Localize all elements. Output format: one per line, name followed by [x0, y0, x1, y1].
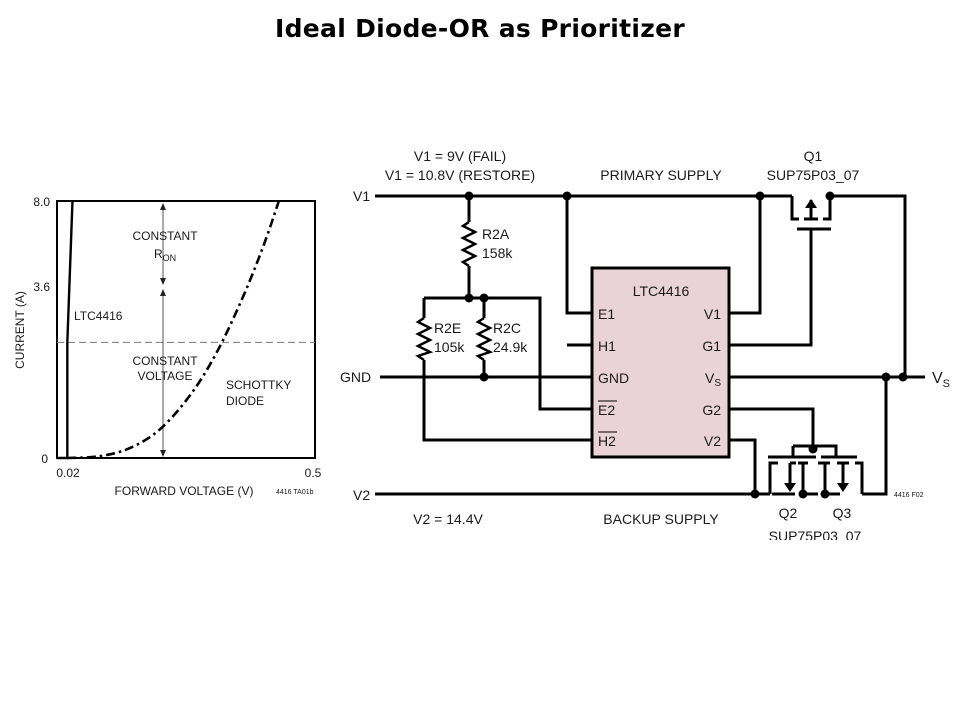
y-tick-label: 8.0	[33, 195, 50, 209]
mosfet-arrow-icon	[805, 199, 817, 208]
schematic: LTC4416 E1 H1 GND E2 H2 V1 G1 VS G2 V2 V…	[340, 148, 950, 540]
pin-g2: G2	[702, 402, 721, 418]
r2e-name: R2E	[434, 320, 461, 336]
plot-frame	[56, 200, 316, 459]
series-schottky-diode	[67, 200, 281, 460]
resistor-r2a	[460, 220, 478, 268]
r2c-value: 24.9k	[493, 339, 528, 355]
pin-v2: V2	[704, 433, 721, 449]
figure-id: 4416 TA01b	[276, 489, 314, 496]
wires	[375, 194, 925, 496]
annotation-constant-voltage: VOLTAGE	[138, 369, 193, 383]
pin-gnd: GND	[598, 370, 629, 386]
r2a-value: 158k	[482, 245, 513, 261]
gnd-label: GND	[340, 369, 371, 385]
q23-part: SUP75P03_07	[769, 528, 862, 540]
x-tick-label: 0.5	[305, 466, 322, 480]
series-ltc4416	[57, 200, 74, 460]
r2e-value: 105k	[434, 339, 465, 355]
ic-name: LTC4416	[633, 283, 690, 299]
v1-node-label: V1	[353, 188, 370, 204]
mosfet-q2-q3	[768, 455, 864, 494]
v1-restore-label: V1 = 10.8V (RESTORE)	[385, 167, 535, 183]
mosfet-arrow-icon	[837, 483, 849, 492]
v1-fail-label: V1 = 9V (FAIL)	[414, 148, 506, 164]
pin-e1: E1	[598, 306, 615, 322]
annotation-ron: RON	[154, 247, 176, 263]
v2-node-label: V2	[353, 487, 370, 503]
vs-output-label: VS	[932, 370, 950, 390]
pin-g1: G1	[702, 338, 721, 354]
y-axis-label: CURRENT (A)	[13, 291, 27, 369]
ic-pins-left: E1 H1 GND E2 H2	[598, 306, 629, 449]
arrow-head	[160, 203, 166, 210]
legend-schottky: DIODE	[226, 394, 264, 408]
y-tick-label: 0	[41, 452, 48, 466]
annotation-constant-voltage: CONSTANT	[132, 354, 198, 368]
v2-value-label: V2 = 14.4V	[413, 511, 483, 527]
q1-label: Q1	[804, 148, 823, 164]
r2c-name: R2C	[493, 320, 521, 336]
pin-v1: V1	[704, 306, 721, 322]
figure-id: 4416 F02	[894, 492, 924, 499]
legend-schottky: SCHOTTKY	[226, 378, 291, 392]
iv-plot: 8.0 3.6 0 0.02 0.5 FORWARD VOLTAGE (V) C…	[13, 195, 322, 498]
ic-pins-right: V1 G1 VS G2 V2	[702, 306, 721, 449]
q3-label: Q3	[833, 505, 852, 521]
pin-h1: H1	[598, 338, 616, 354]
resistor-r2e	[415, 316, 434, 362]
y-tick-label: 3.6	[33, 280, 50, 294]
pin-h2: H2	[598, 433, 616, 449]
x-tick-label: 0.02	[56, 466, 80, 480]
q2-label: Q2	[779, 505, 798, 521]
mosfet-arrow-icon	[784, 483, 796, 492]
arrow-head	[160, 450, 166, 457]
backup-supply-label: BACKUP SUPPLY	[603, 511, 719, 527]
pin-vs: VS	[705, 370, 721, 389]
q1-part: SUP75P03_07	[767, 167, 860, 183]
arrow-head	[160, 289, 166, 296]
arrow-head	[160, 278, 166, 285]
primary-supply-label: PRIMARY SUPPLY	[600, 167, 722, 183]
legend-ltc4416: LTC4416	[74, 309, 123, 323]
resistor-r2c	[475, 316, 494, 362]
slide-title: Ideal Diode-OR as Prioritizer	[274, 14, 686, 43]
pin-e2: E2	[598, 402, 615, 418]
r2a-name: R2A	[482, 226, 510, 242]
ltc4416-ic	[590, 266, 731, 459]
x-axis-label: FORWARD VOLTAGE (V)	[115, 484, 254, 498]
annotation-constant-ron: CONSTANT	[132, 229, 198, 243]
